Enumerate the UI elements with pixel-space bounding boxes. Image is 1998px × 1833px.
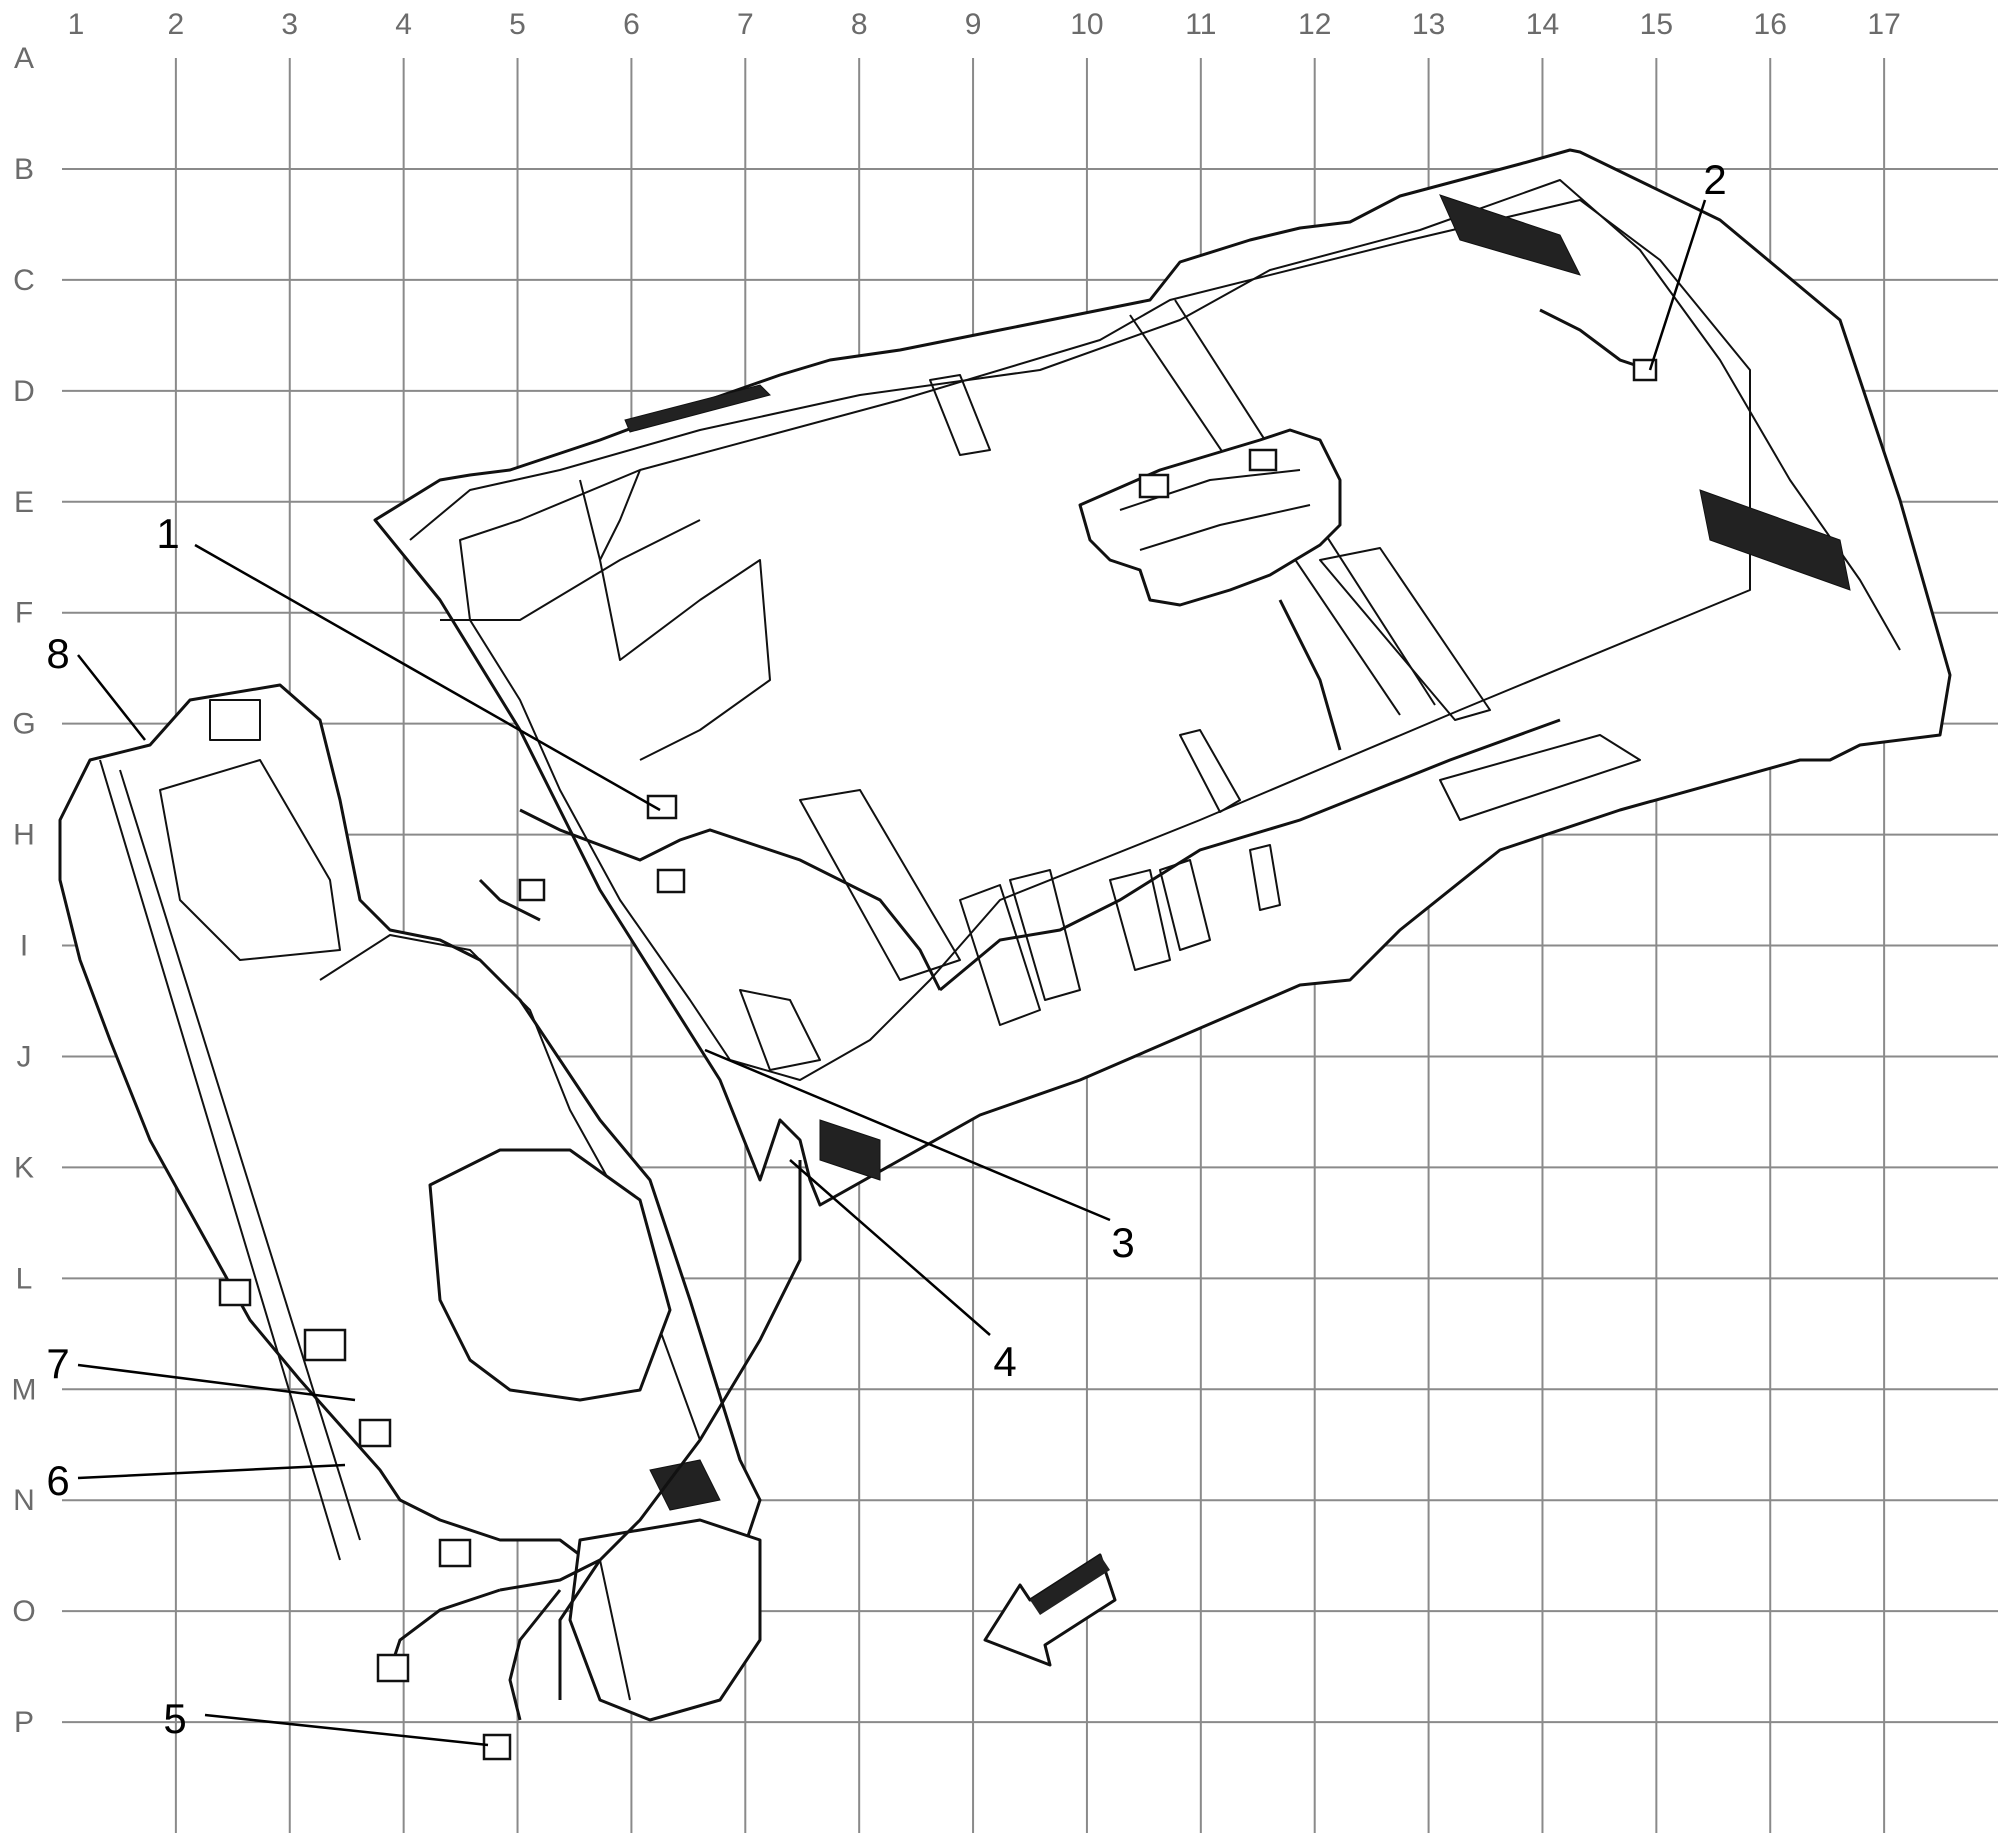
grid-column-label: 16 [1754,8,1787,41]
callout-5: 5 [163,1695,186,1742]
grid-column-label: 13 [1412,8,1445,41]
grid-row-label: M [12,1373,37,1406]
callout-1: 1 [156,510,179,557]
grid-row-label: N [13,1484,35,1517]
grid-column-label: 10 [1070,8,1103,41]
grid-column-label: 12 [1298,8,1331,41]
callout-2: 2 [1703,156,1726,203]
grid-row-label: E [14,486,34,519]
grid-column-label: 1 [68,8,85,41]
callout-6: 6 [46,1457,69,1504]
grid-column-label: 14 [1526,8,1559,41]
grid-row-label: C [13,264,35,297]
grid-column-label: 5 [509,8,526,41]
grid-row-label: F [15,597,33,630]
front-direction-arrow-icon [983,1553,1117,1667]
grid-column-label: 4 [395,8,412,41]
grid-row-label: P [14,1706,34,1739]
left-trim-panel [58,683,762,1722]
grid-row-label: G [12,708,35,741]
headliner-panel [373,148,1952,1207]
rear-vent-upper [1439,194,1851,591]
grid-column-label: 6 [623,8,640,41]
callout-3: 3 [1111,1219,1134,1266]
grid-column-label: 2 [168,8,185,41]
grid-row-label: J [17,1040,32,1073]
grid-column-label: 17 [1867,8,1900,41]
grid-row-label: H [13,819,35,852]
callout-8: 8 [46,630,69,677]
grid-row-label: K [14,1151,34,1184]
grid-column-label: 3 [281,8,298,41]
callout-7: 7 [46,1340,69,1387]
grid-row-label: B [14,153,34,186]
grid-column-label: 15 [1640,8,1673,41]
grid-column-label: 9 [965,8,982,41]
grid-row-label: D [13,375,35,408]
callout-labels: 1 2 3 4 5 6 7 8 [46,156,1726,1742]
grid-column-label: 8 [851,8,868,41]
grid-row-label: A [14,42,34,75]
callout-leaders [77,199,1707,1747]
grid-row-label: O [12,1595,35,1628]
wiring-harness [376,308,1658,1761]
grid-column-label: 11 [1185,8,1216,41]
grid-row-label: I [20,930,28,963]
grid-column-label: 7 [737,8,754,41]
callout-4: 4 [993,1338,1016,1385]
grid-row-label: L [16,1262,33,1295]
